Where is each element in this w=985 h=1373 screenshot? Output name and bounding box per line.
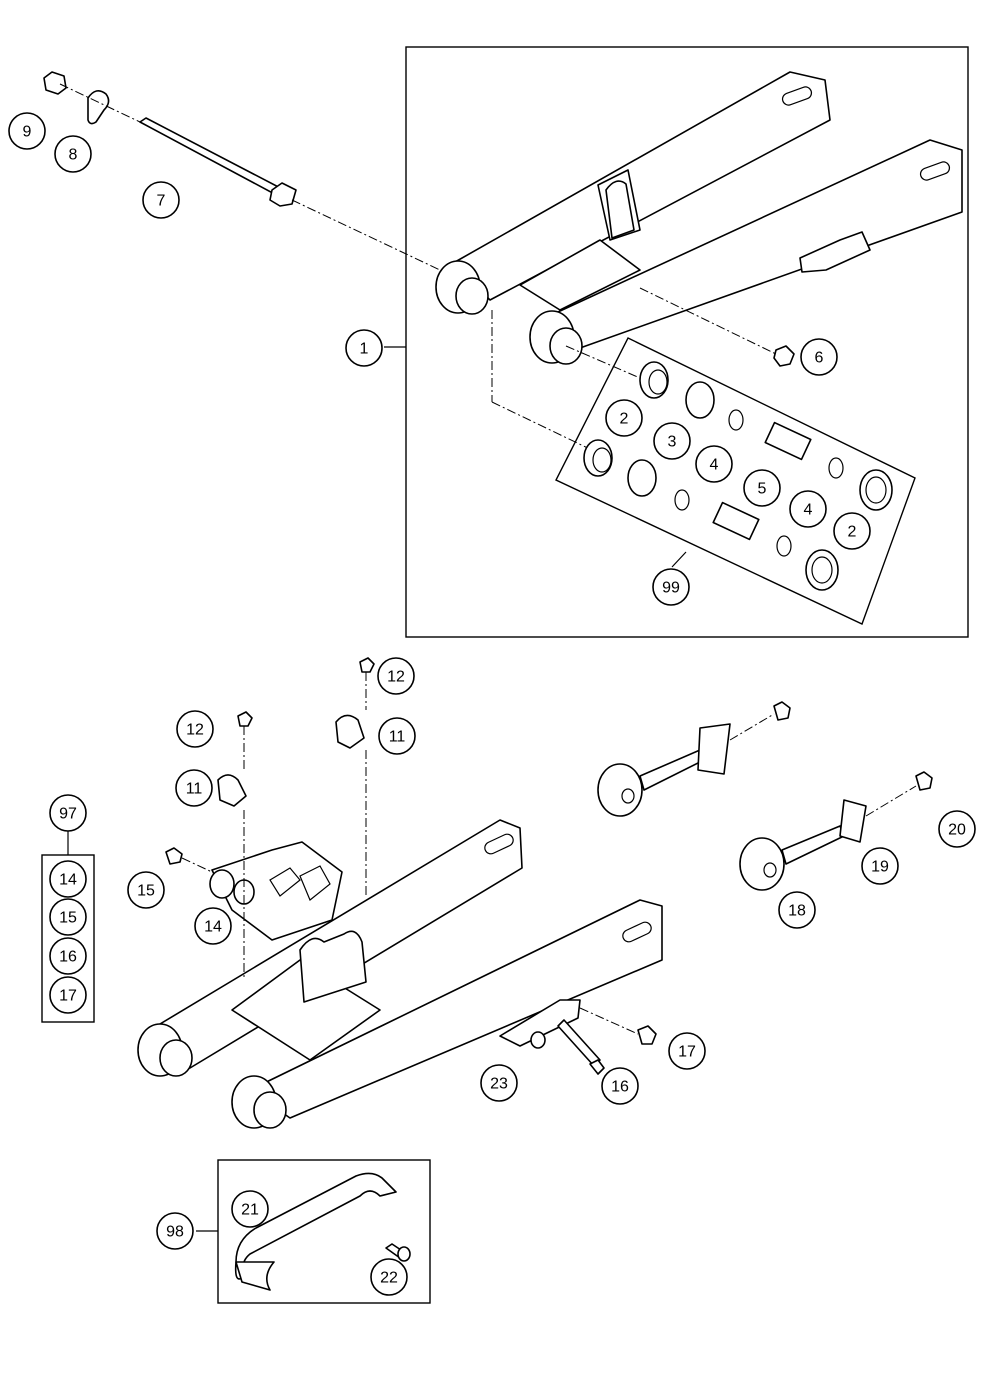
callout-label: 8 xyxy=(69,147,78,164)
callout-label: 6 xyxy=(815,350,824,367)
callout-label: 1 xyxy=(360,341,369,358)
rubber-bumper-icon xyxy=(597,701,933,891)
callout-label: 16 xyxy=(611,1079,629,1096)
callout-18: 18 xyxy=(778,891,816,929)
callout-label: 98 xyxy=(166,1224,184,1241)
pivot-shaft-icon xyxy=(139,117,297,207)
callout-label: 97 xyxy=(59,806,77,823)
chain-slider-icon xyxy=(234,1172,397,1291)
callout-11a: 11 xyxy=(175,769,213,807)
callout-17a: 17 xyxy=(668,1032,706,1070)
washer-icon xyxy=(87,90,110,125)
callout-label: 18 xyxy=(788,903,806,920)
callout-16b: 16 xyxy=(49,937,87,975)
callout-3: 3 xyxy=(653,422,691,460)
callout-23: 23 xyxy=(480,1064,518,1102)
bolt-icon xyxy=(557,1019,657,1075)
callout-label: 15 xyxy=(59,910,77,927)
callout-6: 6 xyxy=(800,338,838,376)
clip-icon xyxy=(217,714,365,807)
callout-12b: 12 xyxy=(377,657,415,695)
callout-5: 5 xyxy=(743,469,781,507)
callout-97: 97 xyxy=(49,794,87,832)
callout-7: 7 xyxy=(142,181,180,219)
washer-icon xyxy=(530,1031,546,1049)
callout-4a: 4 xyxy=(695,445,733,483)
callout-99: 99 xyxy=(652,568,690,606)
callout-label: 3 xyxy=(668,434,677,451)
callout-label: 19 xyxy=(871,859,889,876)
callout-15a: 15 xyxy=(127,871,165,909)
callout-2b: 2 xyxy=(833,512,871,550)
callout-22: 22 xyxy=(370,1258,408,1296)
callout-label: 5 xyxy=(758,481,767,498)
callout-17b: 17 xyxy=(49,976,87,1014)
callout-14a: 14 xyxy=(194,907,232,945)
callout-15b: 15 xyxy=(49,898,87,936)
grease-nipple-icon xyxy=(773,345,795,367)
callout-label: 17 xyxy=(59,988,77,1005)
nut-icon xyxy=(43,71,67,95)
callout-label: 17 xyxy=(678,1044,696,1061)
bearing-kit-box xyxy=(555,337,916,625)
callout-label: 14 xyxy=(204,919,222,936)
callout-20: 20 xyxy=(938,810,976,848)
callout-label: 9 xyxy=(23,124,32,141)
callout-16a: 16 xyxy=(601,1067,639,1105)
swingarm-icon xyxy=(435,71,963,365)
callout-21: 21 xyxy=(231,1190,269,1228)
callout-label: 12 xyxy=(387,669,405,686)
callout-12a: 12 xyxy=(176,710,214,748)
callout-9: 9 xyxy=(8,112,46,150)
callout-14b: 14 xyxy=(49,860,87,898)
callout-2a: 2 xyxy=(605,399,643,437)
callout-label: 4 xyxy=(710,457,719,474)
callout-label: 22 xyxy=(380,1270,398,1287)
callout-label: 20 xyxy=(948,822,966,839)
bolt-icon xyxy=(237,657,375,727)
callout-label: 2 xyxy=(620,411,629,428)
callout-label: 16 xyxy=(59,949,77,966)
callout-8: 8 xyxy=(54,135,92,173)
callout-label: 23 xyxy=(490,1076,508,1093)
callout-label: 4 xyxy=(804,502,813,519)
nut-icon xyxy=(165,847,183,865)
callout-1: 1 xyxy=(345,329,383,367)
callout-4b: 4 xyxy=(789,490,827,528)
swingarm-group-box xyxy=(405,46,969,638)
callout-98: 98 xyxy=(156,1212,194,1250)
bearing-icon xyxy=(583,361,893,591)
callout-label: 12 xyxy=(186,722,204,739)
callout-label: 99 xyxy=(662,580,680,597)
callout-label: 7 xyxy=(157,193,166,210)
callout-label: 11 xyxy=(389,729,406,746)
callout-19: 19 xyxy=(861,847,899,885)
callout-label: 11 xyxy=(186,781,203,798)
callout-11b: 11 xyxy=(378,717,416,755)
swingarm-installed-icon xyxy=(137,819,663,1129)
callout-label: 21 xyxy=(241,1202,259,1219)
callout-label: 15 xyxy=(137,883,155,900)
callout-label: 2 xyxy=(848,524,857,541)
callout-label: 14 xyxy=(59,872,77,889)
screw-icon xyxy=(385,1243,411,1262)
